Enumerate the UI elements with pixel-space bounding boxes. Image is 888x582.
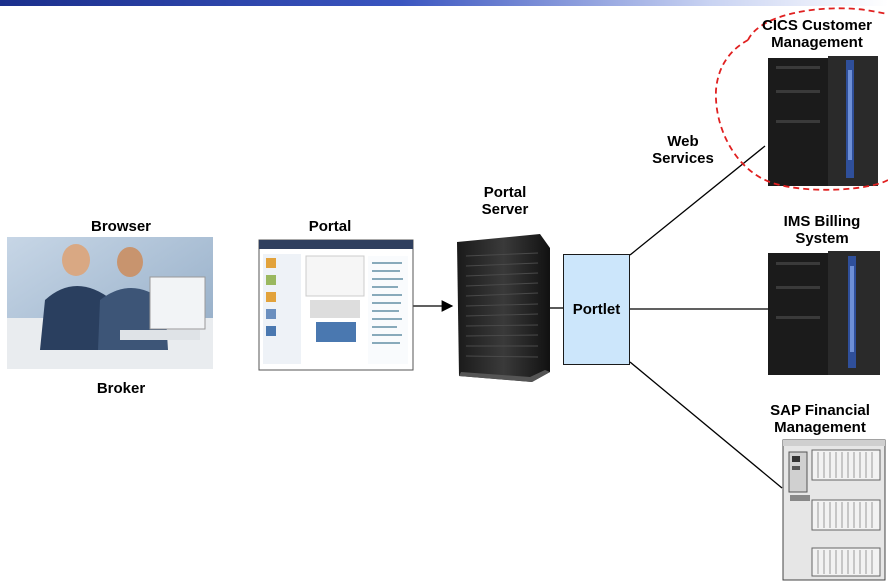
top-banner bbox=[0, 0, 888, 6]
browser-label: Browser bbox=[90, 218, 152, 235]
sap-label: SAP Financial Management bbox=[770, 402, 870, 436]
ims-mainframe-icon bbox=[768, 251, 880, 375]
sap-server-icon bbox=[782, 439, 886, 581]
cics-label: CICS Customer Management bbox=[761, 17, 873, 51]
web-services-label: Web Services bbox=[652, 133, 714, 167]
cics-mainframe-icon bbox=[768, 56, 878, 186]
connector-portlet-to-sap bbox=[629, 361, 783, 489]
browser-photo bbox=[7, 237, 213, 369]
portal-label: Portal bbox=[308, 218, 352, 235]
portal-server-label: Portal Server bbox=[481, 184, 529, 218]
portal-server-icon bbox=[457, 234, 550, 382]
portlet-box: Portlet bbox=[563, 254, 630, 365]
ims-label: IMS Billing System bbox=[783, 213, 861, 247]
portal-screenshot bbox=[258, 239, 414, 371]
broker-caption: Broker bbox=[96, 380, 146, 397]
portlet-label: Portlet bbox=[572, 301, 621, 318]
cics-highlight-circle bbox=[715, 7, 888, 191]
